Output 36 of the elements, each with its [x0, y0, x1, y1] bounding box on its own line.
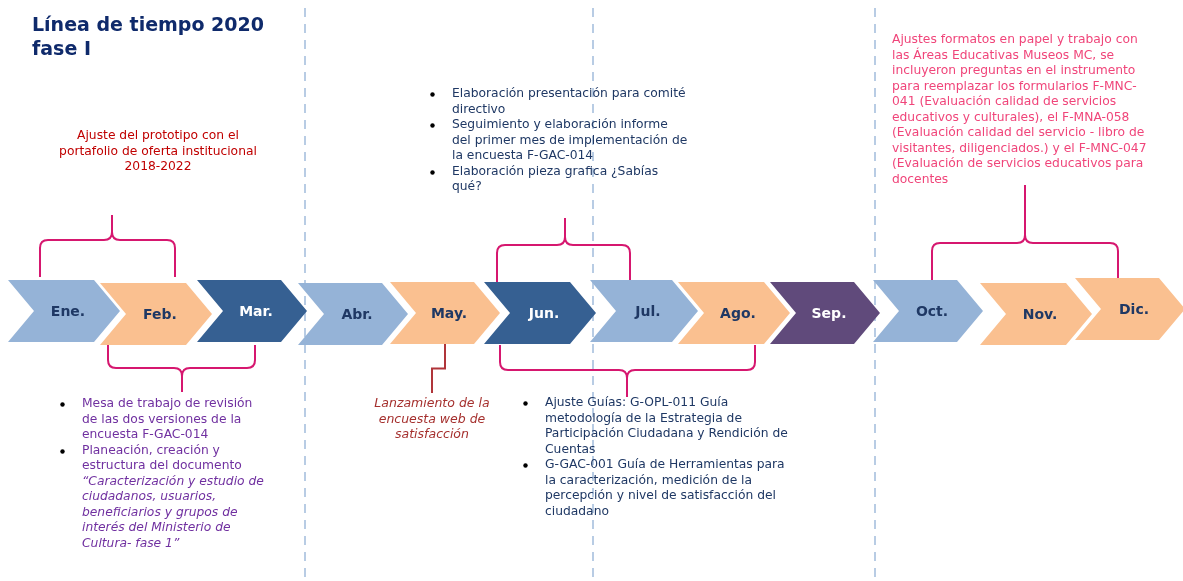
- annotation-text: Lanzamiento de la encuesta web de satisfacción: [362, 395, 502, 442]
- month-label: Oct.: [914, 302, 950, 321]
- month-label: May.: [429, 304, 469, 323]
- bullet-item: Ajuste Guías: G-OPL-011 Guía metodología de la Estrategia de Participación Ciudadana y Rendición de Cuentas: [521, 395, 797, 457]
- month-label: Mar.: [238, 302, 274, 321]
- month-banner: [873, 280, 983, 342]
- month-banner: [100, 283, 212, 345]
- month-label: Ene.: [49, 302, 87, 321]
- month-banner: [1075, 278, 1183, 340]
- month-label: Ago.: [719, 304, 757, 323]
- leader-line: [431, 343, 446, 394]
- bullet-item: Elaboración pieza grafica ¿Sabías qué?: [428, 163, 690, 195]
- title: Línea de tiempo 2020 fase I: [32, 12, 265, 60]
- month-label: Jul.: [633, 302, 662, 321]
- bullet-item: G-GAC-001 Guía de Herramientas para la caracterización, medición de la percepción y nivel de satisfacción del ciudadano: [521, 457, 797, 519]
- annotation-text: Ajuste del prototipo con el portafolio de oferta institucional 2018-2022: [58, 128, 258, 175]
- month-label: Jun.: [527, 304, 561, 323]
- month-banner: [678, 282, 790, 344]
- bullet-item: Elaboración presentación para comité directivo: [428, 86, 690, 117]
- month-banner: [390, 282, 500, 344]
- bullet-item: Mesa de trabajo de revisión de las dos versiones de la encuesta F-GAC-014: [58, 396, 268, 443]
- month-label: Abr.: [340, 305, 374, 324]
- month-banner: [298, 283, 408, 345]
- month-banner: [980, 283, 1092, 345]
- month-label: Sep.: [810, 304, 848, 323]
- month-label: Nov.: [1021, 305, 1059, 324]
- month-label: Dic.: [1117, 300, 1150, 319]
- month-banner: [197, 280, 307, 342]
- month-banner: [484, 282, 596, 344]
- month-label: Feb.: [142, 305, 178, 324]
- month-banner: [8, 280, 120, 342]
- bullet-item: Planeación, creación y estructura del documento “Caracterización y estudio de ciudadanos, usuarios, beneficiarios y grupos de interés del Ministerio de Cultura- fase 1”: [58, 442, 268, 551]
- month-banner: [770, 282, 880, 344]
- annotation-text: Ajustes formatos en papel y trabajo con las Áreas Educativas Museos MC, se incluyeron preguntas en el instrumento para reemplazar los formularios F-MNC-041 (Evaluación calidad de servicios educativos y culturales), el F-MNA-058 (Evaluación calidad del servicio - libro de visitantes, diligenciados.) y el F-MNC-047 (Evaluación de servicios educativos para docentes: [892, 32, 1148, 187]
- bullet-item: Seguimiento y elaboración informe del primer mes de implementación de la encuesta F-GAC-014: [428, 117, 690, 164]
- month-banner: [590, 280, 698, 342]
